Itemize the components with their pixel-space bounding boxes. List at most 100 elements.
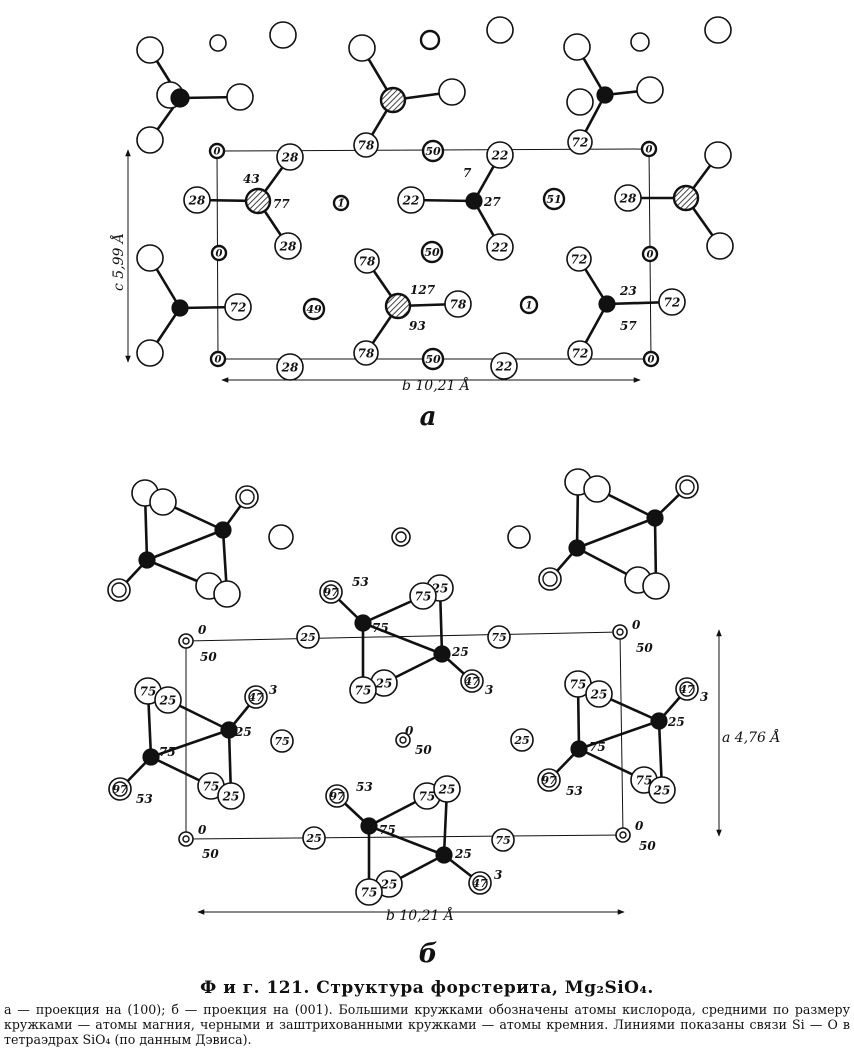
magnesium-atom-inner-ring — [542, 571, 558, 587]
atom-height-label: 75 — [491, 631, 506, 644]
panel-b-a-axis-dimension: a 4,76 Å — [716, 629, 781, 837]
atom-sih — [379, 86, 407, 114]
magnesium-atom — [178, 633, 194, 649]
atom-height-label: 97 — [323, 586, 339, 599]
oxygen-atom — [507, 525, 531, 549]
panel-a-b-dimension-label: b 10,21 Å — [402, 376, 470, 394]
atom-height-label: 25 — [222, 789, 240, 803]
magnesium-atom-inner-ring — [329, 788, 345, 804]
panel-b-height-annotations: 5375253050050325755332575530500500505375… — [136, 575, 708, 882]
atom-si — [570, 740, 588, 758]
oxygen-atom — [658, 288, 686, 316]
oxygen-atom — [583, 475, 611, 503]
atom-o — [636, 76, 664, 104]
atom-height-label: 50 — [425, 145, 441, 158]
atom-o: 25 — [370, 669, 398, 697]
atom-height-label: 75 — [274, 735, 289, 748]
magnesium-atom — [468, 871, 492, 895]
height-annotation: 0 — [198, 623, 207, 637]
magnesium-atom — [641, 245, 659, 263]
oxygen-atom — [209, 34, 227, 52]
atom-height-label: 28 — [281, 360, 299, 374]
magnesium-atom — [675, 475, 699, 499]
unit-cell-edge — [185, 631, 621, 642]
height-annotation: 53 — [356, 780, 373, 794]
oxygen-atom — [566, 88, 594, 116]
magnesium-atom-inner-ring — [616, 628, 624, 636]
oxygen-atom — [433, 775, 461, 803]
caption-body: а — проекция на (100); б — проекция на (… — [4, 1002, 850, 1047]
height-annotation: 77 — [273, 197, 290, 211]
magnesium-atom-inner-ring — [239, 489, 255, 505]
atom-o — [642, 572, 670, 600]
atom-o: 22 — [486, 141, 514, 169]
atom-height-label: 28 — [279, 239, 297, 253]
magnesium-atom-inner-ring — [323, 584, 339, 600]
atom-o: 75 — [487, 625, 511, 649]
atom-o: 72 — [567, 340, 593, 366]
height-annotation: 27 — [483, 195, 501, 209]
atom-height-label: 25 — [305, 832, 321, 845]
oxygen-atom — [585, 680, 613, 708]
atom-height-label: 25 — [590, 687, 608, 701]
panel-a-c-dimension-label: c 5,99 Å — [109, 233, 127, 291]
height-annotation: 7 — [463, 166, 472, 180]
magnesium-atom — [210, 244, 228, 262]
atom-height-label: 72 — [572, 135, 589, 149]
atom-o — [566, 88, 594, 116]
atom-mgd — [675, 475, 699, 499]
atom-height-label: 49 — [306, 303, 322, 316]
height-annotation: 50 — [202, 847, 219, 861]
height-annotation: 53 — [136, 792, 153, 806]
atom-o: 25 — [648, 776, 676, 804]
atom-height-label: 28 — [188, 193, 206, 207]
atom-mgd: 97 — [108, 777, 132, 801]
magnesium-atom — [537, 768, 561, 792]
panel-b-a-dimension-label: a 4,76 Å — [722, 728, 781, 746]
silicon-atom-hatched — [384, 292, 412, 320]
magnesium-atom — [108, 777, 132, 801]
magnesium-atom — [178, 831, 194, 847]
height-annotation: 75 — [372, 621, 389, 635]
height-annotation: 23 — [619, 284, 637, 298]
si-o-bond — [145, 528, 225, 562]
atom-height-label: 25 — [159, 693, 177, 707]
panel-b-label: б — [419, 939, 438, 969]
atom-o: 25 — [433, 775, 461, 803]
magnesium-atom — [209, 350, 227, 368]
silicon-atom-solid — [171, 299, 189, 317]
atom-height-label: 51 — [546, 193, 561, 206]
magnesium-atom — [421, 347, 445, 371]
magnesium-atom-inner-ring — [111, 582, 127, 598]
atom-o: 72 — [567, 129, 593, 155]
atom-height-label: 78 — [358, 346, 375, 360]
magnesium-atom — [319, 580, 343, 604]
atom-o: 25 — [217, 782, 245, 810]
atom-si — [220, 721, 238, 739]
oxygen-atom — [648, 776, 676, 804]
height-annotation: 3 — [494, 868, 502, 882]
oxygen-atom — [567, 340, 593, 366]
atom-mg: 0 — [210, 244, 228, 262]
silicon-atom-solid — [354, 614, 372, 632]
atom-height-label: 47 — [472, 877, 488, 890]
oxygen-atom — [563, 33, 591, 61]
atom-mg: 0 — [209, 350, 227, 368]
atom-o — [136, 339, 164, 367]
oxygen-atom — [136, 36, 164, 64]
atom-o — [268, 524, 294, 550]
height-annotation: 75 — [379, 823, 396, 837]
silicon-atom-solid — [220, 721, 238, 739]
oxygen-atom — [614, 184, 642, 212]
atom-o: 22 — [490, 352, 518, 380]
silicon-atom-solid — [170, 88, 190, 108]
oxygen-atom — [154, 686, 182, 714]
oxygen-atom — [706, 232, 734, 260]
atom-height-label: 47 — [679, 683, 695, 696]
oxygen-atom — [136, 244, 164, 272]
atom-o — [269, 21, 297, 49]
panel-a-b-axis-dimension: b 10,21 Å — [221, 376, 641, 394]
height-annotation: 50 — [639, 839, 656, 853]
atom-height-label: 78 — [450, 297, 467, 311]
atom-height-label: 97 — [112, 783, 128, 796]
